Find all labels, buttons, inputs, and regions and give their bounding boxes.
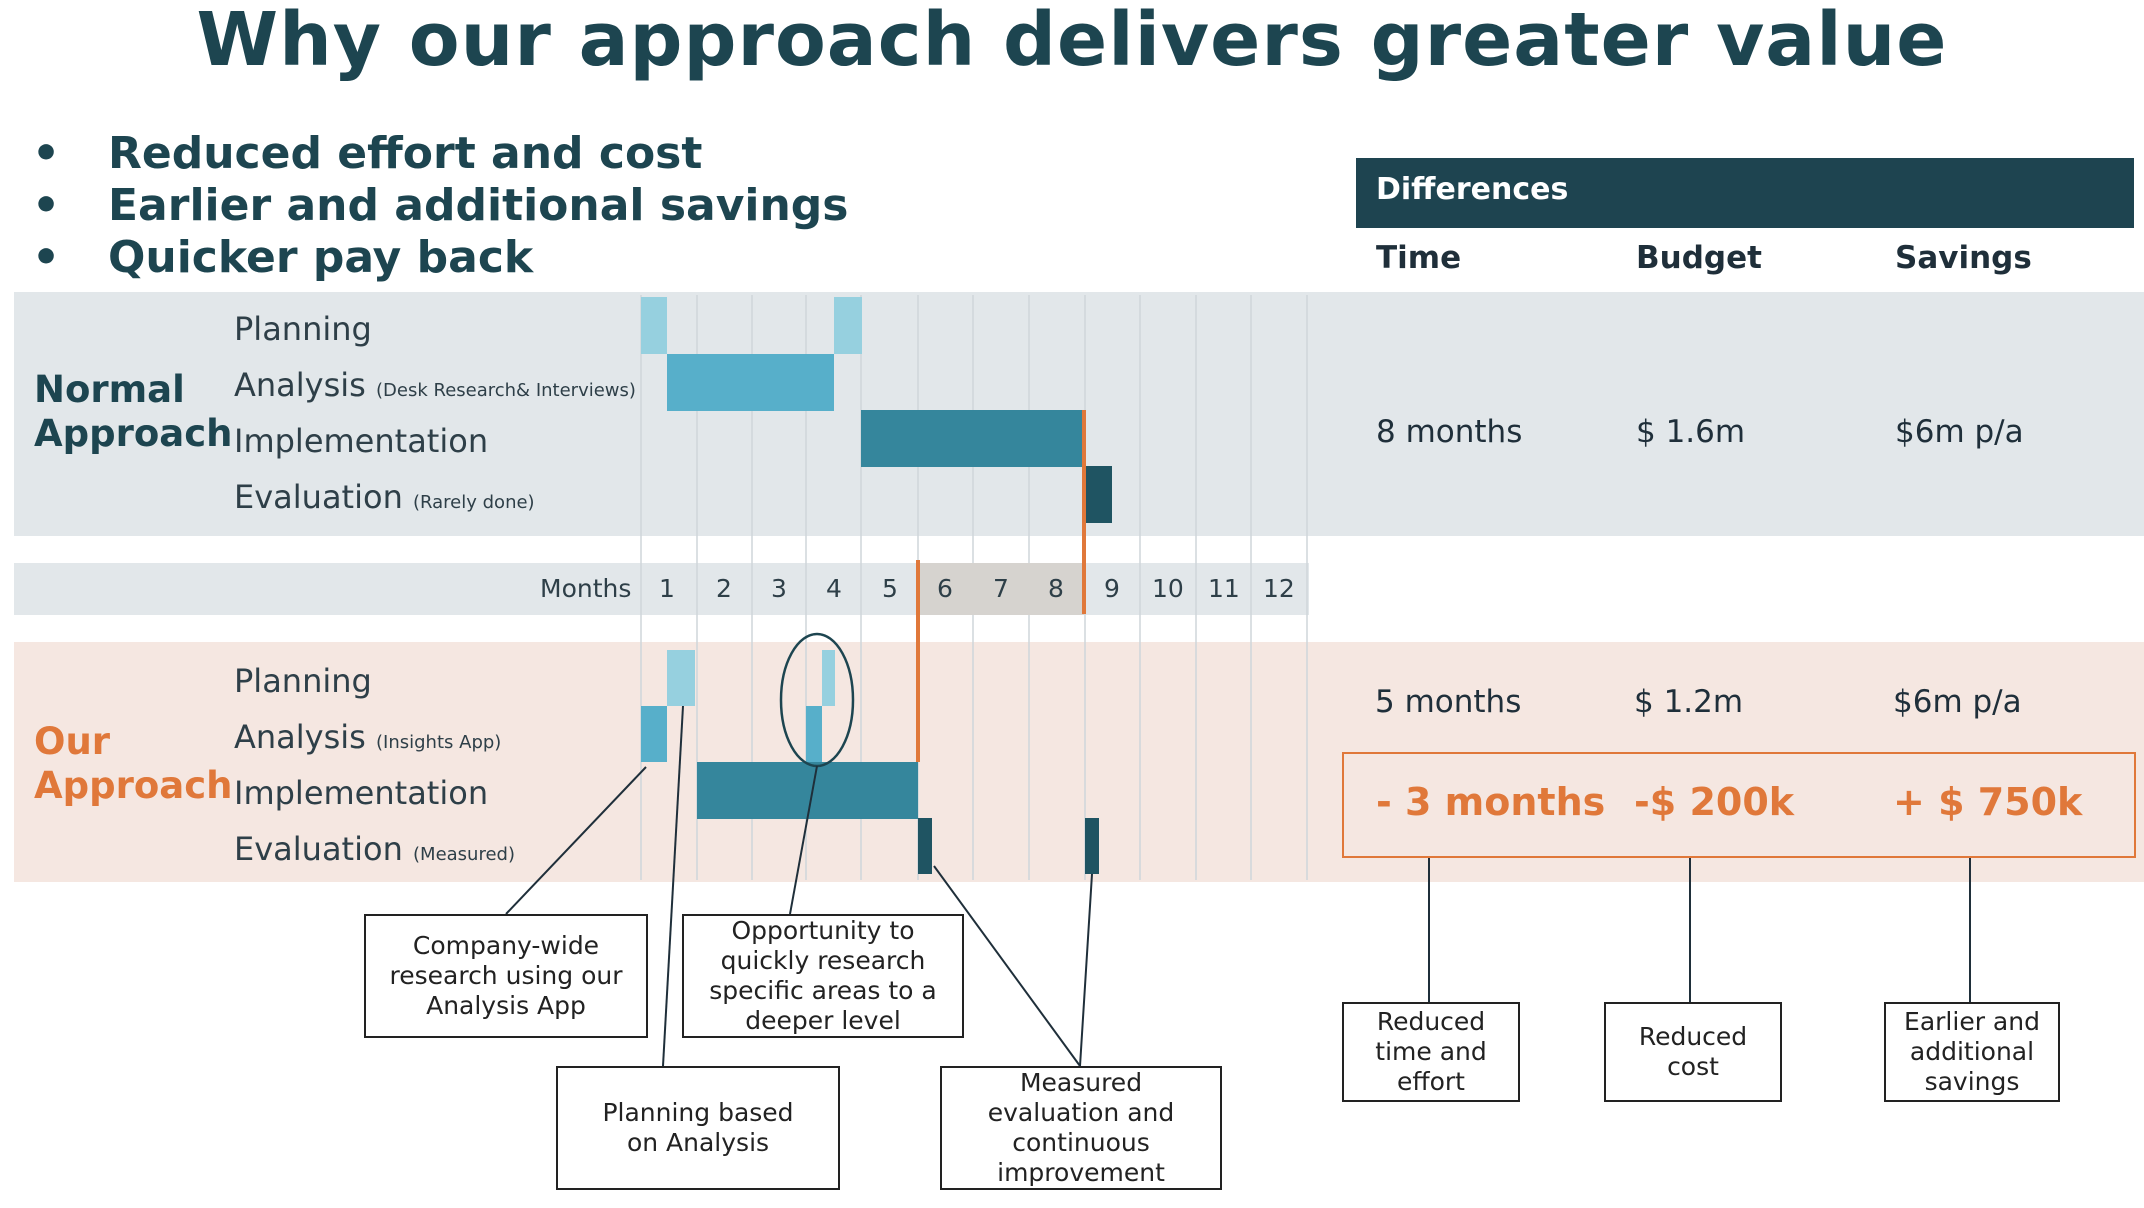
callout-reduced-time: Reduced time and effort [1342, 1002, 1520, 1102]
callout-opportunity: Opportunity to quickly research specific… [682, 914, 964, 1038]
our-time-value: 5 months [1375, 684, 1522, 720]
month-2: 2 [716, 574, 732, 603]
month-6: 6 [937, 574, 953, 603]
our-approach-band [14, 642, 2144, 882]
our-planning-bar-2 [822, 650, 835, 706]
normal-row-evaluation: Evaluation (Rarely done) [234, 478, 535, 516]
differences-header: Differences [1356, 158, 2134, 228]
month-10: 10 [1152, 574, 1184, 603]
month-12: 12 [1263, 574, 1295, 603]
month-1: 1 [659, 574, 675, 603]
bullet-reduced-effort: •Reduced effort and cost [32, 128, 703, 179]
months-label: Months [540, 574, 632, 603]
normal-evaluation-bar [1084, 466, 1112, 523]
our-analysis-bar-1 [641, 706, 667, 762]
months-highlight-6-8 [918, 563, 1084, 615]
our-evaluation-bar-1 [918, 818, 932, 874]
normal-planning-bar-1 [641, 297, 667, 354]
normal-savings-value: $6m p/a [1895, 414, 2024, 450]
month-7: 7 [993, 574, 1009, 603]
callout-reduced-cost: Reduced cost [1604, 1002, 1782, 1102]
month-9: 9 [1104, 574, 1120, 603]
normal-row-implementation: Implementation [234, 422, 489, 460]
connector-planning-based [662, 705, 684, 1067]
our-savings-value: $6m p/a [1893, 684, 2022, 720]
bullet-quicker-payback: •Quicker pay back [32, 232, 534, 283]
normal-planning-bar-2 [834, 297, 862, 354]
callout-measured: Measured evaluation and continuous impro… [940, 1066, 1222, 1190]
months-axis-band [14, 563, 1309, 615]
our-row-planning: Planning [234, 662, 372, 700]
connector-measured-1 [933, 865, 1081, 1067]
connector-company-wide [505, 766, 647, 915]
our-implementation-bar [697, 762, 918, 819]
callout-earlier-savings: Earlier and additional savings [1884, 1002, 2060, 1102]
month-4: 4 [826, 574, 842, 603]
our-budget-value: $ 1.2m [1634, 684, 1744, 720]
delta-time: - 3 months [1376, 780, 1606, 824]
delta-box [1342, 752, 2136, 858]
normal-analysis-bar [667, 354, 834, 411]
bullet-earlier-savings: •Earlier and additional savings [32, 180, 849, 231]
column-budget: Budget [1636, 240, 1762, 276]
normal-row-planning: Planning [234, 310, 372, 348]
connector-opportunity [789, 765, 818, 915]
month-5: 5 [882, 574, 898, 603]
column-time: Time [1376, 240, 1462, 276]
delta-budget: -$ 200k [1634, 780, 1795, 824]
page-title: Why our approach delivers greater value [196, 0, 1948, 83]
month-11: 11 [1208, 574, 1240, 603]
our-analysis-bar-2 [806, 706, 822, 762]
callout-company-wide: Company-wide research using our Analysis… [364, 914, 648, 1038]
month-3: 3 [771, 574, 787, 603]
column-savings: Savings [1895, 240, 2032, 276]
our-row-analysis: Analysis (Insights App) [234, 718, 502, 756]
connector-measured-2 [1079, 873, 1093, 1067]
month-8: 8 [1048, 574, 1064, 603]
normal-row-analysis: Analysis (Desk Research& Interviews) [234, 366, 636, 404]
normal-implementation-bar [861, 410, 1084, 467]
our-row-implementation: Implementation [234, 774, 489, 812]
normal-time-value: 8 months [1376, 414, 1523, 450]
our-row-evaluation: Evaluation (Measured) [234, 830, 515, 868]
our-evaluation-bar-2 [1085, 818, 1099, 874]
our-planning-bar-1 [667, 650, 695, 706]
normal-budget-value: $ 1.6m [1636, 414, 1746, 450]
callout-planning-based: Planning based on Analysis [556, 1066, 840, 1190]
delta-savings: + $ 750k [1893, 780, 2083, 824]
